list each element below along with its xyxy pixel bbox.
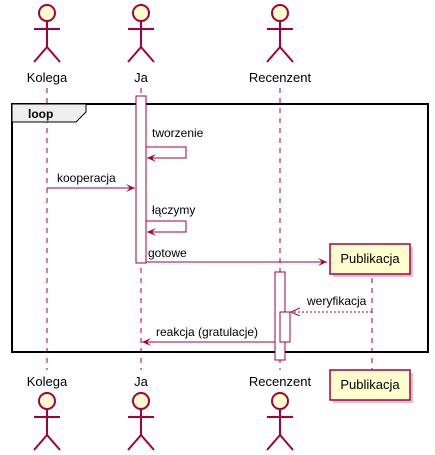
activation-ja — [135, 95, 147, 264]
actor-kolega-top — [33, 4, 61, 63]
actor-recenzent-bottom — [266, 392, 294, 451]
participant-publikacja-bottom-label: Publikacja — [340, 377, 400, 392]
actor-ja-top — [127, 4, 155, 63]
participant-publikacja-top — [329, 243, 411, 275]
participant-publikacja-bottom — [329, 369, 411, 401]
actor-ja-bottom-label: Ja — [134, 374, 149, 389]
loop-label: loop — [28, 107, 53, 121]
message-laczymy-arrow — [146, 220, 187, 236]
actor-recenzent-top — [266, 4, 294, 63]
activation-recenzent-nested — [279, 311, 291, 343]
actor-recenzent-bottom-label: Recenzent — [249, 374, 312, 389]
actor-kolega-bottom-label: Kolega — [27, 374, 68, 389]
message-tworzenie-label: tworzenie — [152, 126, 204, 140]
actor-recenzent-top-label: Recenzent — [249, 70, 312, 85]
message-gotowe-label: gotowe — [148, 246, 187, 260]
actor-ja-top-label: Ja — [134, 70, 149, 85]
message-tworzenie-arrow — [146, 146, 187, 162]
loop-label-box — [11, 103, 87, 123]
participant-publikacja-top-label: Publikacja — [340, 251, 400, 266]
actor-ja-bottom — [127, 392, 155, 451]
message-kooperacja-label: kooperacja — [57, 171, 116, 185]
loop-frame — [11, 103, 429, 353]
message-laczymy-label: łączymy — [152, 203, 195, 217]
actor-kolega-top-label: Kolega — [27, 70, 68, 85]
actor-kolega-bottom — [33, 392, 61, 451]
message-reakcja-label: reakcja (gratulacje) — [156, 325, 258, 339]
message-weryfikacja-label: weryfikacja — [306, 294, 367, 308]
